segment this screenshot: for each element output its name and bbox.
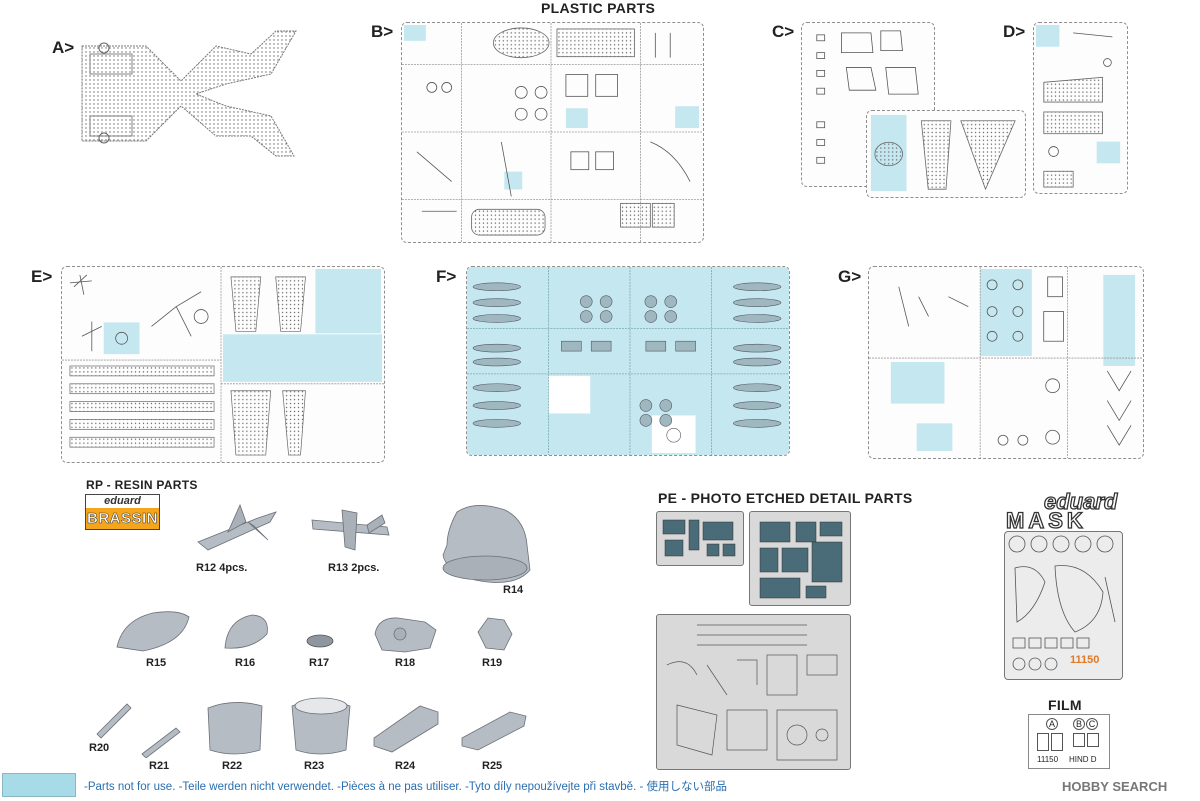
- film-label-a: A: [1046, 718, 1058, 730]
- resin-part-r18: [374, 617, 437, 653]
- sprue-e: [61, 266, 385, 463]
- film-pane-a2: [1051, 733, 1063, 751]
- resin-part-r21: [141, 727, 181, 758]
- resin-part-r17: [306, 634, 334, 648]
- not-for-use-swatch: [2, 773, 76, 797]
- brassin-logo-bottom: BRASSIN: [86, 510, 158, 528]
- resin-part-r23: [291, 697, 351, 755]
- mask-sheet: 11150: [1004, 531, 1123, 680]
- pe-fret-1: [656, 511, 744, 566]
- sprue-d-label: D>: [1003, 22, 1026, 41]
- resin-part-r24: [373, 705, 439, 753]
- film-name: HIND D: [1069, 755, 1097, 764]
- pe-parts-title: PE - PHOTO ETCHED DETAIL PARTS: [658, 490, 913, 506]
- brassin-logo: eduard BRASSIN: [85, 494, 160, 530]
- plastic-parts-title: PLASTIC PARTS: [541, 0, 656, 16]
- resin-label-r21: R21: [149, 760, 170, 772]
- resin-label-r25: R25: [482, 760, 503, 772]
- sprue-g: [868, 266, 1144, 459]
- resin-parts-title: RP - RESIN PARTS: [86, 478, 198, 492]
- resin-label-r19: R19: [482, 657, 503, 669]
- resin-part-r16: [224, 614, 268, 649]
- resin-part-r13: [311, 509, 390, 551]
- sprue-f: [466, 266, 790, 456]
- pe-fret-3: [656, 614, 851, 770]
- resin-label-r22: R22: [222, 760, 243, 772]
- resin-part-r14: [442, 505, 531, 583]
- sprue-c-lower: [866, 110, 1026, 198]
- resin-label-r14: R14: [503, 584, 524, 596]
- resin-label-r15: R15: [146, 657, 167, 669]
- film-sheet: A B C 11150 HIND D: [1028, 714, 1110, 769]
- resin-label-r20: R20: [89, 742, 110, 754]
- resin-label-r16: R16: [235, 657, 256, 669]
- sprue-g-label: G>: [838, 267, 862, 286]
- sprue-a-label: A>: [52, 38, 75, 57]
- resin-label-r18: R18: [395, 657, 416, 669]
- sprue-c-label: C>: [772, 22, 795, 41]
- resin-label-r23: R23: [304, 760, 325, 772]
- film-code: 11150: [1037, 755, 1059, 764]
- resin-label-r24: R24: [395, 760, 416, 772]
- resin-label-r13: R13 2pcs.: [328, 562, 380, 574]
- resin-part-r19: [477, 617, 513, 651]
- film-pane-c: [1087, 733, 1099, 747]
- film-pane-a1: [1037, 733, 1049, 751]
- resin-label-r12: R12 4pcs.: [196, 562, 248, 574]
- film-label-c: C: [1086, 718, 1098, 730]
- sprue-b-label: B>: [371, 22, 394, 41]
- resin-label-r17: R17: [309, 657, 330, 669]
- sprue-a: [76, 26, 301, 161]
- hobby-search-logo: HOBBY SEARCH: [1062, 779, 1168, 794]
- sprue-b: [401, 22, 704, 243]
- sprue-e-label: E>: [31, 267, 53, 286]
- pe-fret-2: [749, 511, 851, 606]
- resin-part-r22: [207, 702, 263, 755]
- not-for-use-legend: -Parts not for use. -Teile werden nicht …: [84, 781, 727, 793]
- resin-part-r20: [96, 703, 132, 739]
- mask-number: 11150: [1070, 654, 1100, 666]
- sprue-f-label: F>: [436, 267, 457, 286]
- mask-logo-top: eduard: [1043, 488, 1118, 514]
- film-pane-b: [1073, 733, 1085, 747]
- resin-part-r12: [197, 503, 277, 551]
- film-title: FILM: [1048, 697, 1082, 713]
- film-label-b: B: [1073, 718, 1085, 730]
- mask-logo-bottom: MASK: [1005, 507, 1087, 533]
- brassin-logo-top: eduard: [86, 495, 159, 508]
- resin-part-r15: [116, 611, 190, 652]
- resin-part-r25: [461, 711, 527, 751]
- sprue-d: [1033, 22, 1128, 194]
